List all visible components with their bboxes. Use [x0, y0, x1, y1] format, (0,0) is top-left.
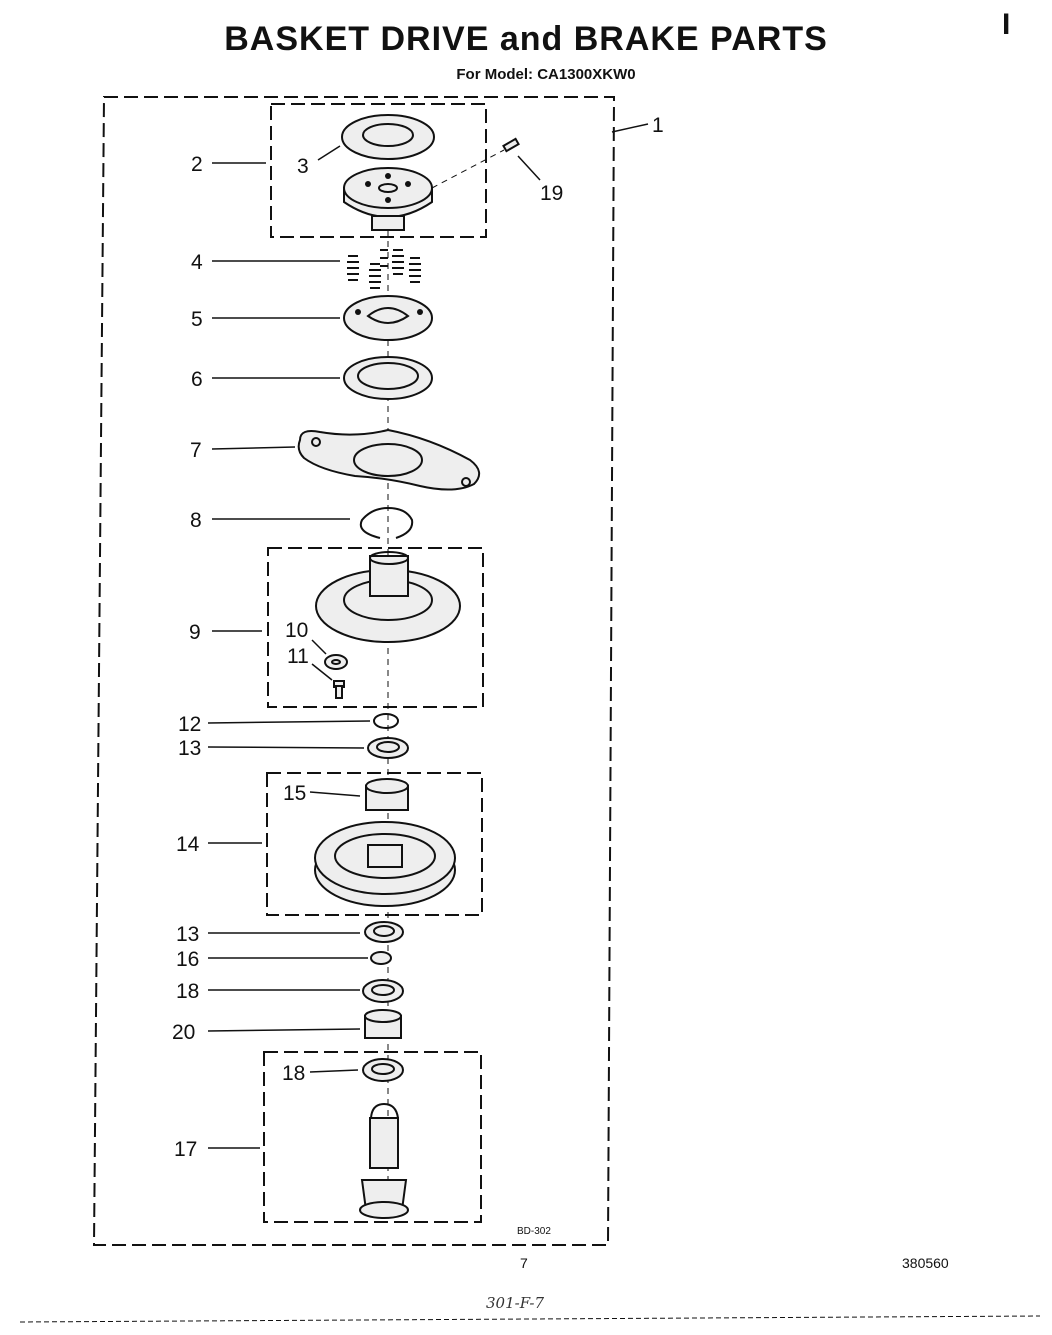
callout-12: 12: [178, 713, 201, 736]
part-17-shaft: [359, 1102, 409, 1219]
callout-3: 3: [297, 155, 309, 178]
callout-10: 10: [285, 619, 308, 642]
part-3-washer: [341, 114, 435, 160]
callout-5: 5: [191, 308, 203, 331]
callout-8: 8: [190, 509, 202, 532]
callout-13-upper: 13: [178, 737, 201, 760]
callout-1: 1: [652, 114, 664, 137]
assembly-boundary: [92, 96, 616, 1246]
group-box-9: [267, 547, 484, 708]
group-box-2: [270, 103, 487, 238]
callout-17: 17: [174, 1138, 197, 1161]
leader-lines: [207, 123, 649, 1149]
callout-19: 19: [540, 182, 563, 205]
callout-18-upper: 18: [176, 980, 199, 1003]
part-11-screw: [333, 680, 345, 699]
callout-7: 7: [190, 439, 202, 462]
part-16-washer: [370, 951, 392, 965]
corner-mark: I: [1002, 8, 1011, 41]
drawing-code: BD-302: [517, 1226, 551, 1237]
part-12-ring: [373, 713, 399, 729]
callout-15: 15: [283, 782, 306, 805]
part-18-seal-lower: [362, 1058, 404, 1082]
callout-14: 14: [176, 833, 200, 856]
part-10-nut: [324, 654, 348, 670]
callout-20: 20: [172, 1021, 195, 1044]
part-14-pulley: [314, 821, 456, 907]
callout-4: 4: [191, 251, 203, 274]
part-6-ring: [343, 356, 433, 400]
page-title: BASKET DRIVE and BRAKE PARTS: [224, 20, 828, 58]
part-19-pin: [431, 137, 520, 189]
document-number: 380560: [902, 1255, 949, 1271]
part-15-bushing: [365, 778, 409, 811]
model-subtitle: For Model: CA1300XKW0: [456, 66, 636, 83]
part-13-bearing-upper: [367, 737, 409, 759]
part-18-seal-upper: [362, 979, 404, 1003]
callout-9: 9: [189, 621, 201, 644]
callout-2: 2: [191, 153, 203, 176]
part-5-plate: [343, 295, 433, 341]
bottom-rule: [19, 1315, 1041, 1323]
part-20-coupling: [364, 1009, 402, 1039]
group-box-17: [263, 1051, 482, 1223]
handwritten-note: 301-F-7: [486, 1294, 545, 1312]
part-13-bearing-lower: [364, 921, 404, 943]
part-4-springs: [347, 249, 421, 289]
group-box-14: [266, 772, 483, 916]
callout-18-lower: 18: [282, 1062, 305, 1085]
part-9-brake-drum: [315, 551, 461, 643]
callout-13-lower: 13: [176, 923, 199, 946]
page-number: 7: [520, 1255, 528, 1271]
part-8-retaining-ring: [359, 506, 414, 539]
callout-16: 16: [176, 948, 199, 971]
callout-6: 6: [191, 368, 203, 391]
callout-11: 11: [287, 645, 309, 668]
part-7-bracket: [297, 428, 481, 491]
part-2-gear-hub: [343, 167, 433, 231]
